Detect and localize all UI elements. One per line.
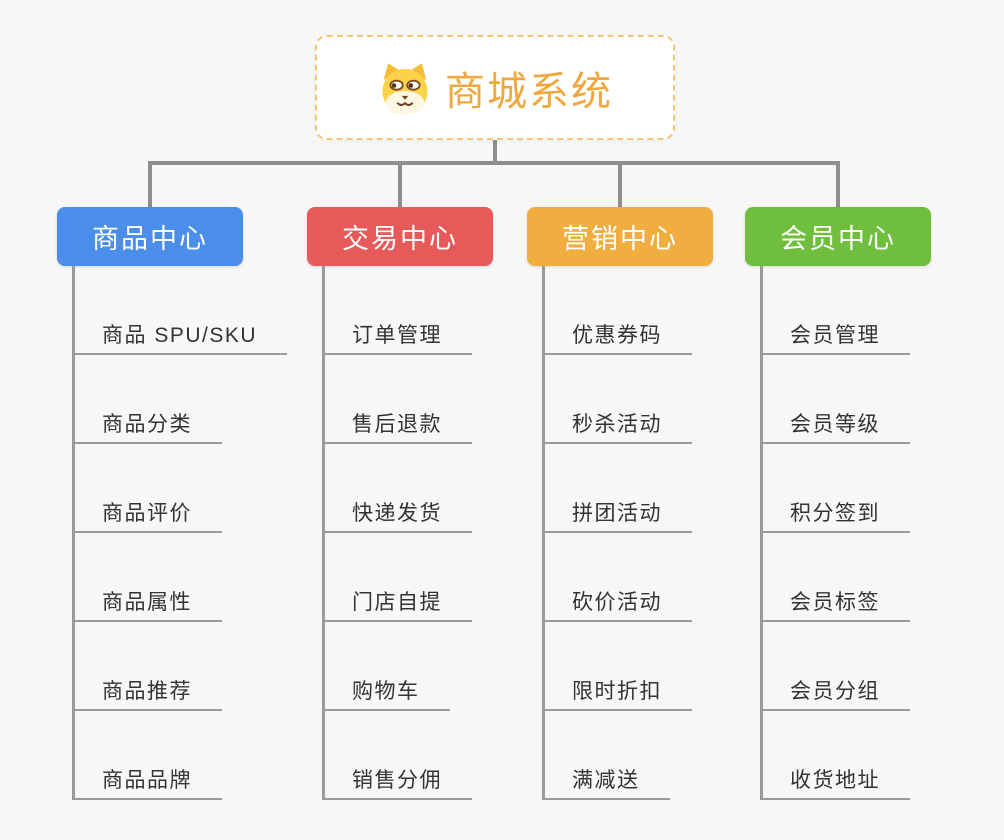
subtopic-member-level[interactable]: 会员等级 (760, 408, 910, 444)
connector-drop-marketing (618, 163, 622, 207)
subtopic-member-group[interactable]: 会员分组 (760, 675, 910, 711)
connector-spine-member (760, 266, 763, 800)
connector-drop-member (836, 163, 840, 207)
root-topic[interactable]: 商城系统 (315, 35, 675, 140)
subtopic-shipping-address[interactable]: 收货地址 (760, 764, 910, 800)
subtopic-order-management[interactable]: 订单管理 (322, 319, 472, 355)
connector-spine-product (72, 266, 75, 800)
connector-trunk (148, 161, 840, 165)
subtopic-bargain-activity[interactable]: 砍价活动 (542, 586, 692, 622)
dog-face-icon (382, 62, 428, 114)
subtopic-product-category[interactable]: 商品分类 (72, 408, 222, 444)
subtopic-points-checkin[interactable]: 积分签到 (760, 497, 910, 533)
branch-topic-product-center[interactable]: 商品中心 (57, 207, 243, 266)
subtopic-coupon-code[interactable]: 优惠券码 (542, 319, 692, 355)
branch-topic-trade-center[interactable]: 交易中心 (307, 207, 493, 266)
connector-drop-product (148, 163, 152, 207)
subtopic-express-delivery[interactable]: 快递发货 (322, 497, 472, 533)
subtopic-member-management[interactable]: 会员管理 (760, 319, 910, 355)
branch-topic-marketing-center[interactable]: 营销中心 (527, 207, 713, 266)
branch-member-center: 会员中心 会员管理 会员等级 积分签到 会员标签 会员分组 收货地址 (745, 0, 995, 840)
subtopic-product-review[interactable]: 商品评价 (72, 497, 222, 533)
connector-spine-trade (322, 266, 325, 800)
subtopic-member-tag[interactable]: 会员标签 (760, 586, 910, 622)
subtopic-product-attribute[interactable]: 商品属性 (72, 586, 222, 622)
subtopic-full-reduction[interactable]: 满减送 (542, 764, 670, 800)
root-topic-title: 商城系统 (445, 69, 613, 114)
subtopic-product-recommend[interactable]: 商品推荐 (72, 675, 222, 711)
branch-product-center: 商品中心 商品 SPU/SKU 商品分类 商品评价 商品属性 商品推荐 商品品牌 (57, 0, 307, 840)
connector-root-stub (493, 140, 497, 165)
subtopic-product-spu-sku[interactable]: 商品 SPU/SKU (72, 319, 288, 355)
subtopic-group-buy[interactable]: 拼团活动 (542, 497, 692, 533)
subtopic-product-brand[interactable]: 商品品牌 (72, 764, 222, 800)
subtopic-limited-time-discount[interactable]: 限时折扣 (542, 675, 692, 711)
subtopic-aftersale-refund[interactable]: 售后退款 (322, 408, 472, 444)
subtopic-store-pickup[interactable]: 门店自提 (322, 586, 472, 622)
subtopic-flash-sale[interactable]: 秒杀活动 (542, 408, 692, 444)
subtopic-sales-commission[interactable]: 销售分佣 (322, 764, 472, 800)
subtopic-shopping-cart[interactable]: 购物车 (322, 675, 450, 711)
connector-spine-marketing (542, 266, 545, 800)
branch-trade-center: 交易中心 订单管理 售后退款 快递发货 门店自提 购物车 销售分佣 (307, 0, 557, 840)
branch-topic-member-center[interactable]: 会员中心 (745, 207, 931, 266)
connector-drop-trade (398, 163, 402, 207)
branch-marketing-center: 营销中心 优惠券码 秒杀活动 拼团活动 砍价活动 限时折扣 满减送 (527, 0, 777, 840)
